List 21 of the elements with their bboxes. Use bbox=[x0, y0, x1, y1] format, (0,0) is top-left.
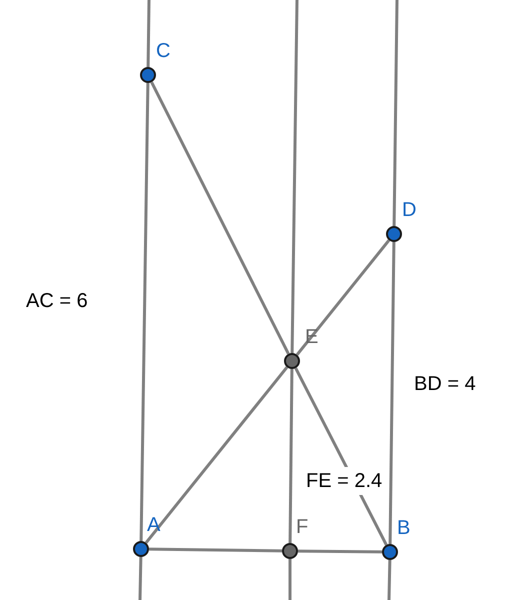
line-segment bbox=[388, 560, 392, 600]
line-segment bbox=[140, 82, 150, 542]
line-segment bbox=[146, 0, 150, 68]
measurement-label: AC = 6 bbox=[25, 289, 89, 314]
point-label: C bbox=[156, 39, 170, 63]
measurement-label: BD = 4 bbox=[413, 372, 477, 397]
point-label: D bbox=[402, 198, 416, 222]
line-segment bbox=[148, 548, 282, 552]
line-segment bbox=[290, 0, 298, 354]
line-segment bbox=[296, 239, 390, 356]
line-segment bbox=[298, 550, 382, 554]
point-label: A bbox=[147, 513, 160, 537]
line-segment bbox=[388, 242, 396, 544]
line-segment bbox=[288, 559, 292, 600]
line-segment bbox=[288, 368, 294, 544]
point-label: F bbox=[296, 515, 308, 539]
line-segment bbox=[138, 556, 142, 600]
line-segment bbox=[144, 366, 288, 544]
line-segment bbox=[392, 0, 398, 226]
point-label: B bbox=[397, 516, 410, 540]
line-segment bbox=[150, 81, 290, 355]
